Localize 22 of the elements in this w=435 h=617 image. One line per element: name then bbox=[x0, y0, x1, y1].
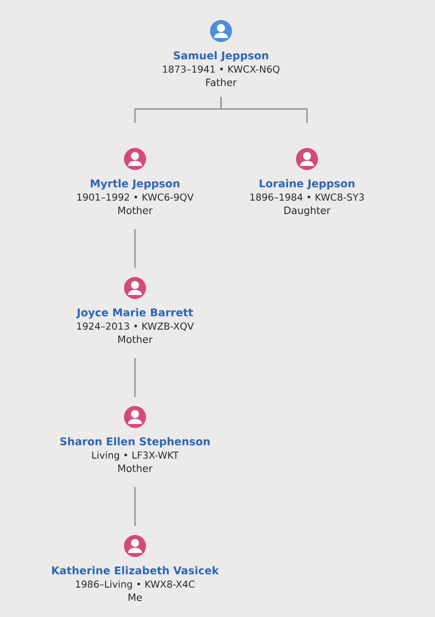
relationship-label: Father bbox=[206, 78, 237, 86]
connector-line bbox=[134, 487, 136, 526]
relationship-label: Mother bbox=[118, 464, 153, 472]
life-dates: 1873–1941 • KWCX-N6Q bbox=[163, 65, 280, 74]
life-dates: 1986–Living • KWX8-X4C bbox=[76, 580, 194, 590]
relationship-label: Daughter bbox=[284, 206, 331, 216]
life-dates: 1924–2013 • KWZB-XQV bbox=[77, 322, 194, 331]
person-name: Myrtle Jeppson bbox=[90, 179, 180, 190]
life-dates: 1901–1992 • KWC6-9QV bbox=[77, 193, 194, 202]
person-name: Katherine Elizabeth Vasicek bbox=[52, 566, 220, 574]
relationship-label: Mother bbox=[118, 335, 153, 344]
person-name: Loraine Jeppson bbox=[260, 179, 354, 190]
person-name: Sharon Ellen Stephenson bbox=[60, 437, 210, 448]
connector-line bbox=[220, 97, 308, 123]
life-dates: 1896–1984 • KWC8-SY3 bbox=[250, 193, 364, 201]
relationship-label: Mother bbox=[118, 206, 153, 214]
person-name: Joyce Marie Barrett bbox=[76, 308, 193, 319]
relationship-label: Me bbox=[128, 594, 142, 602]
life-dates: Living • LF3X-WKT bbox=[92, 451, 179, 461]
connector-line bbox=[134, 358, 136, 397]
connector-line bbox=[134, 229, 136, 268]
person-name: Samuel Jeppson bbox=[174, 51, 268, 62]
